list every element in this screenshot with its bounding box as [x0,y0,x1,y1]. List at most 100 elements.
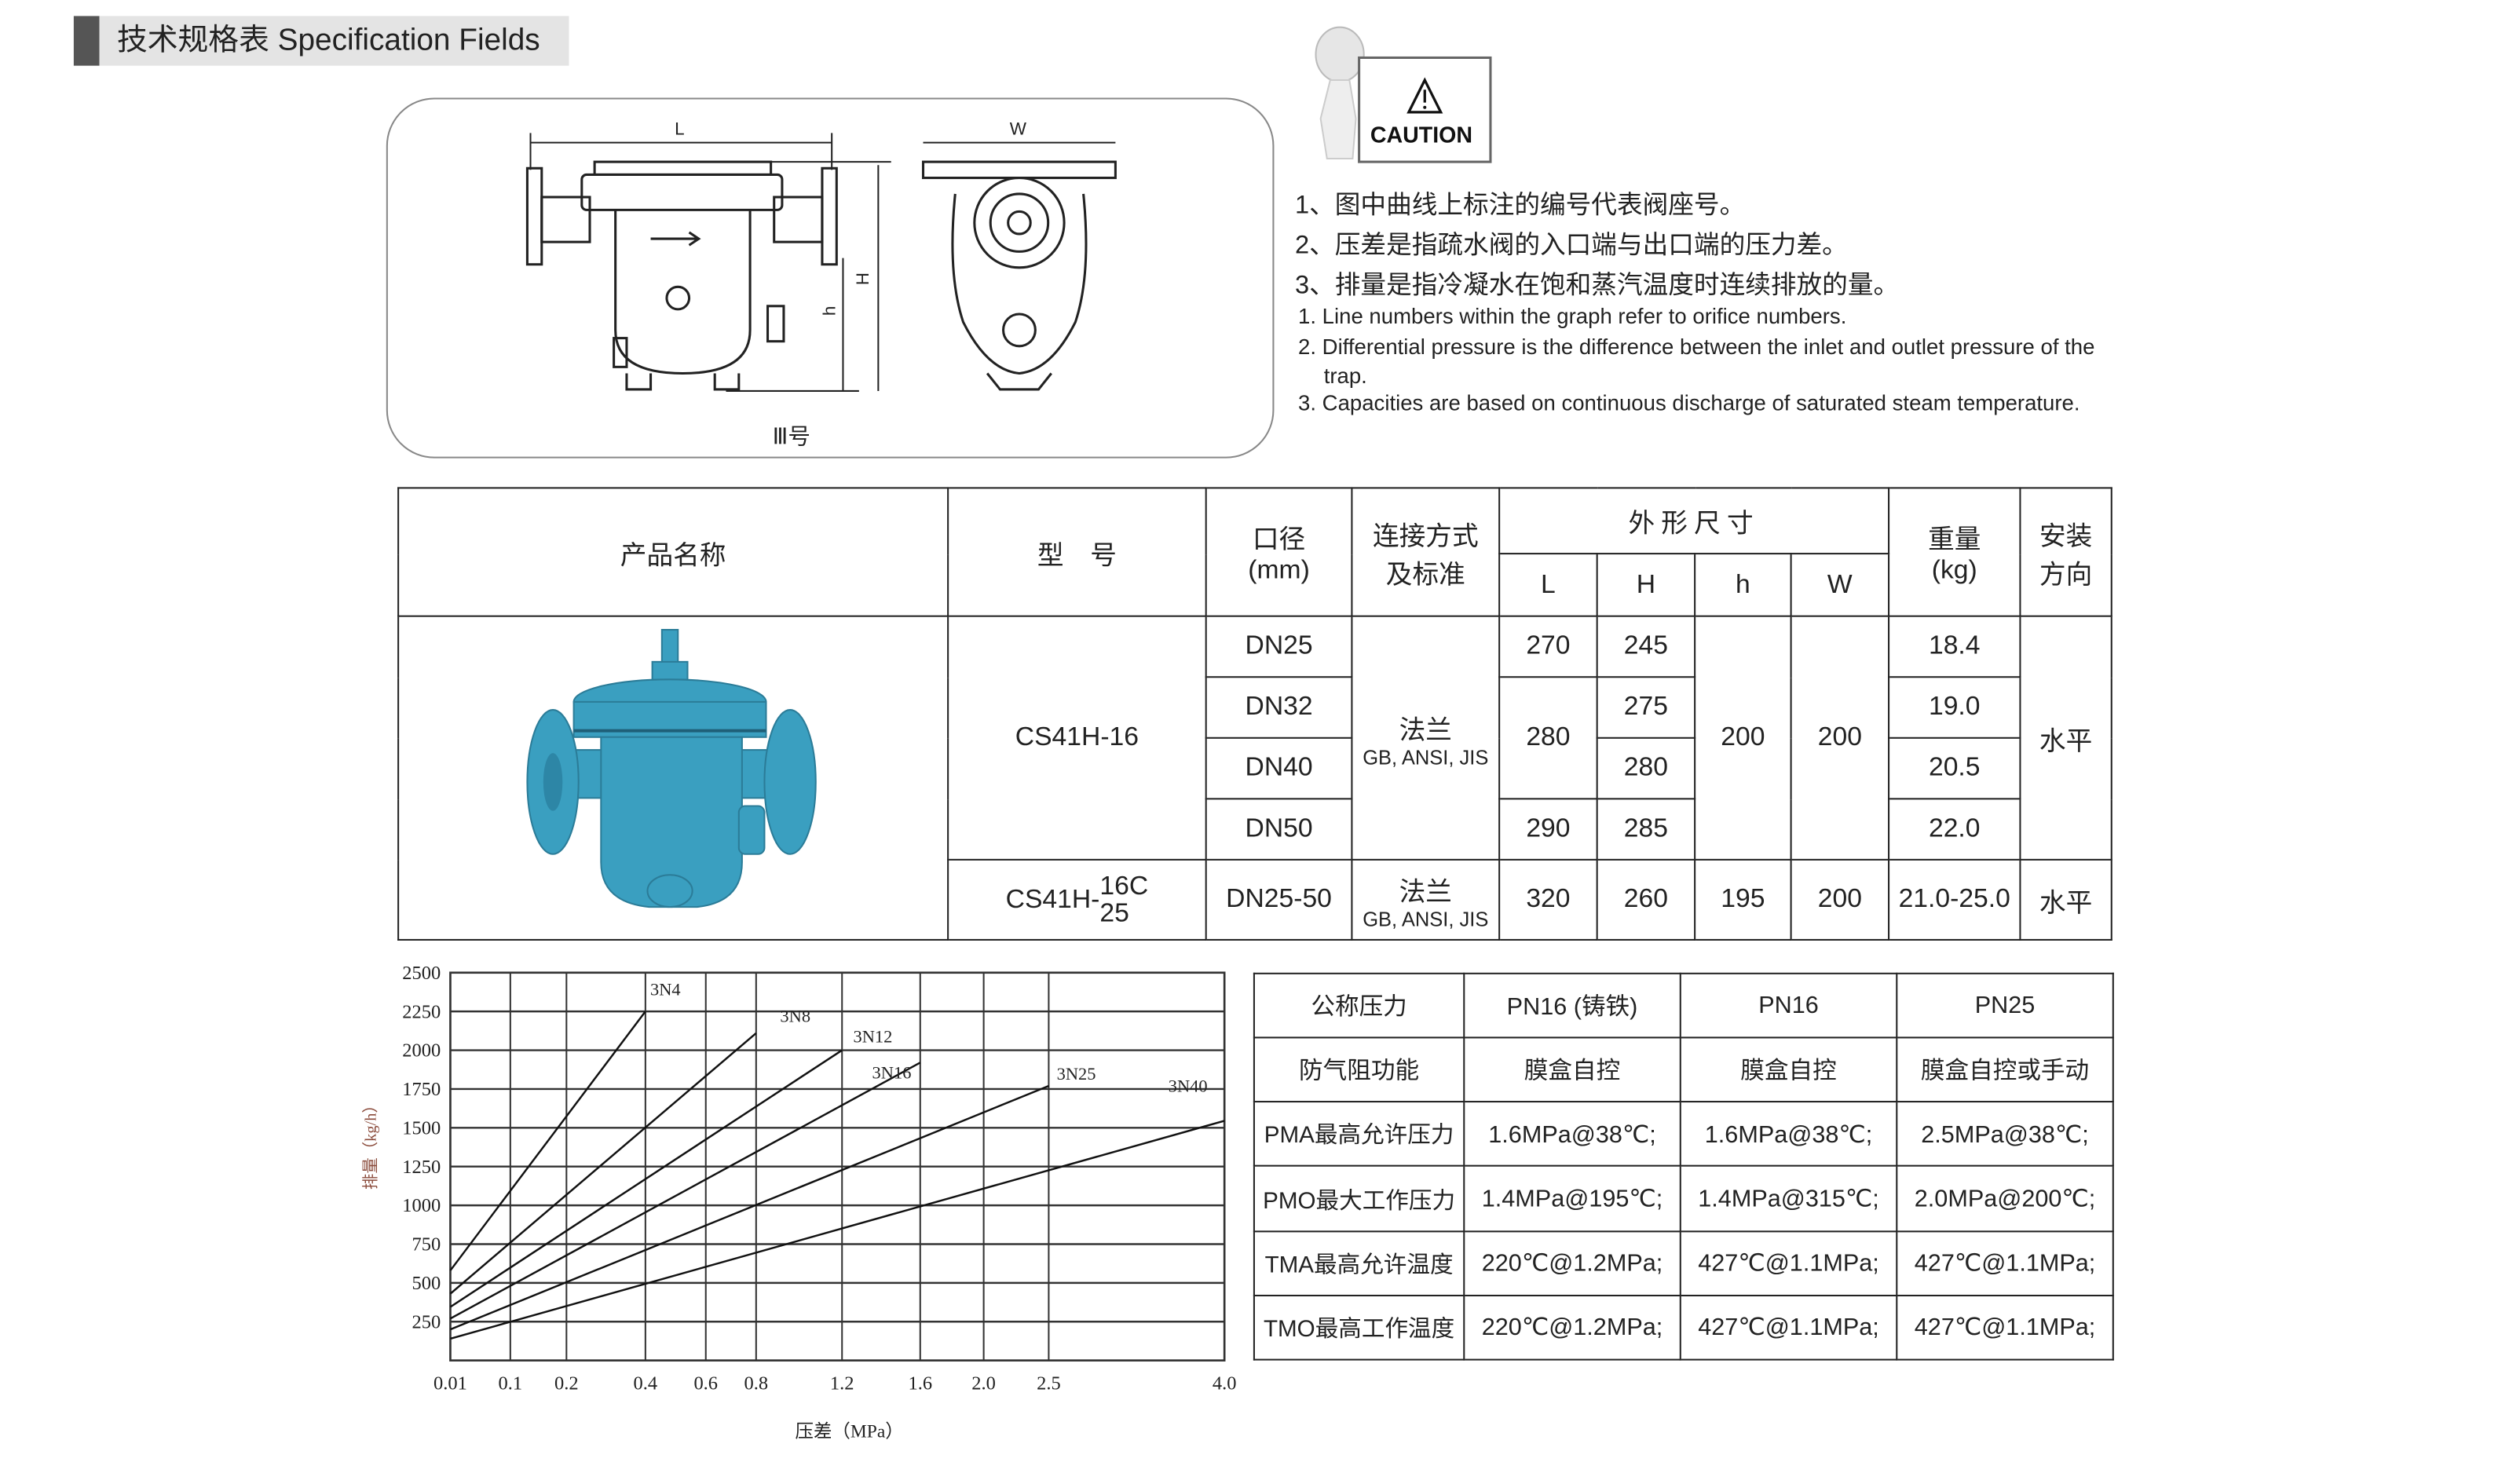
row-value: 膜盒自控 [1679,1036,1898,1103]
series-line-3N12 [449,1049,843,1308]
header-model: 型 号 [947,487,1207,617]
connection-standard: GB, ANSI, JIS [1363,908,1489,930]
drawing-caption: Ⅲ号 [772,422,810,449]
h-cell: 195 [1694,858,1792,941]
row-value: PN25 [1896,972,2114,1039]
H-cell: 275 [1596,676,1696,739]
section-title: 技术规格表 Specification Fields [99,16,569,66]
note-en-2: 2. Differential pressure is the differen… [1298,334,2095,388]
y-tick-label: 1000 [402,1195,441,1216]
W-cell: 200 [1790,615,1890,861]
technical-drawing-panel [386,97,1275,459]
header-accent-bar [73,16,100,66]
L-cell: 290 [1498,798,1598,861]
row-label: TMA最高允许温度 [1253,1230,1465,1296]
technical-drawing [525,133,1117,392]
row-value: 膜盒自控 [1463,1036,1681,1103]
note-en-3: 3. Capacities are based on continuous di… [1298,390,2080,415]
H-cell: 280 [1596,737,1696,800]
row-value: 1.6MPa@38℃; [1463,1101,1681,1168]
x-tick-label: 2.5 [1037,1373,1061,1394]
series-label-3N8: 3N8 [780,1007,810,1026]
L-cell: 270 [1498,615,1598,678]
row-value: 427℃@1.1MPa; [1679,1294,1898,1361]
header-weight-unit: (kg) [1931,556,1977,585]
header-dimensions: 外形尺寸 [1498,487,1890,555]
header-bore-label: 口径 [1252,525,1306,555]
H-cell: 285 [1596,798,1696,861]
row-value: PN16 (铸铁) [1463,972,1681,1039]
header-W: W [1790,553,1890,617]
model-variant-bottom: 25 [1099,897,1129,927]
series-label-3N12: 3N12 [854,1026,893,1046]
series-label-3N4: 3N4 [650,980,681,1000]
y-tick-label: 250 [412,1311,441,1332]
series-label-3N40: 3N40 [1169,1076,1208,1096]
header-weight-label: 重量 [1928,525,1981,555]
series-line-3N25 [450,1084,1049,1331]
row-value: 1.6MPa@38℃; [1679,1101,1898,1168]
x-tick-label: 0.6 [693,1373,718,1394]
x-tick-label: 2.0 [971,1373,996,1394]
row-value: 2.5MPa@38℃; [1896,1101,2114,1168]
row-value: PN16 [1679,972,1898,1039]
x-tick-label: 4.0 [1213,1373,1237,1394]
header-weight: 重量(kg) [1888,487,2021,617]
header-install: 安装方向 [2019,487,2112,617]
y-tick-label: 1500 [402,1117,441,1139]
y-tick-label: 750 [412,1234,441,1256]
caution-sign-illustration [1315,26,1492,163]
product-image-steam-trap [526,629,817,908]
L-cell: 320 [1498,858,1598,941]
series-line-3N4 [449,1011,646,1271]
capacity-chart: 25050075010001250150017502000225025000.0… [402,963,1237,1394]
header-H: H [1596,553,1696,617]
series-line-3N16 [449,1062,921,1320]
row-value: 2.0MPa@200℃; [1896,1165,2114,1232]
row-value: 膜盒自控或手动 [1896,1036,2114,1103]
header-connection-standard: 及标准 [1385,560,1465,589]
bore-cell: DN32 [1205,676,1353,739]
weight-cell: 20.5 [1888,737,2021,800]
connection-type: 法兰 [1399,715,1452,744]
bore-cell: DN25-50 [1205,858,1353,941]
h-cell: 200 [1694,615,1792,861]
y-tick-label: 1250 [402,1157,441,1178]
model-variant-top: 16C [1099,871,1149,900]
series-label-3N25: 3N25 [1057,1064,1096,1084]
y-tick-label: 2500 [402,963,441,984]
dimension-label-L: L [675,120,685,140]
header-h: h [1694,553,1792,617]
dimension-label-h: h [821,305,840,316]
model-prefix: CS41H- [1005,884,1100,913]
row-label: 防气阻功能 [1253,1036,1465,1103]
x-tick-label: 0.01 [433,1373,467,1394]
caution-label: CAUTION [1370,122,1473,148]
x-tick-label: 0.4 [634,1373,658,1394]
header-bore: 口径(mm) [1205,487,1353,617]
x-tick-label: 0.2 [554,1373,579,1394]
note-en-1: 1. Line numbers within the graph refer t… [1298,304,1847,329]
row-value: 1.4MPa@195℃; [1463,1165,1681,1232]
row-value: 1.4MPa@315℃; [1679,1165,1898,1232]
connection-standard: GB, ANSI, JIS [1363,745,1489,769]
header-install-label: 安装 [2039,521,2093,551]
row-label: TMO最高工作温度 [1253,1294,1465,1361]
row-label: PMA最高允许压力 [1253,1101,1465,1168]
note-cn-1: 1、图中曲线上标注的编号代表阀座号。 [1294,192,1746,220]
header-install-direction: 方向 [2039,560,2093,589]
series-label-3N16: 3N16 [872,1063,912,1083]
row-value: 427℃@1.1MPa; [1896,1294,2114,1361]
y-tick-label: 2250 [402,1001,441,1022]
model-cs41h-16: CS41H-16 [947,615,1207,861]
install-cell: 水平 [2019,615,2112,861]
weight-cell: 18.4 [1888,615,2021,678]
H-cell: 245 [1596,615,1696,678]
x-tick-label: 0.1 [499,1373,523,1394]
header-L: L [1498,553,1598,617]
dimension-label-W: W [1009,120,1026,140]
